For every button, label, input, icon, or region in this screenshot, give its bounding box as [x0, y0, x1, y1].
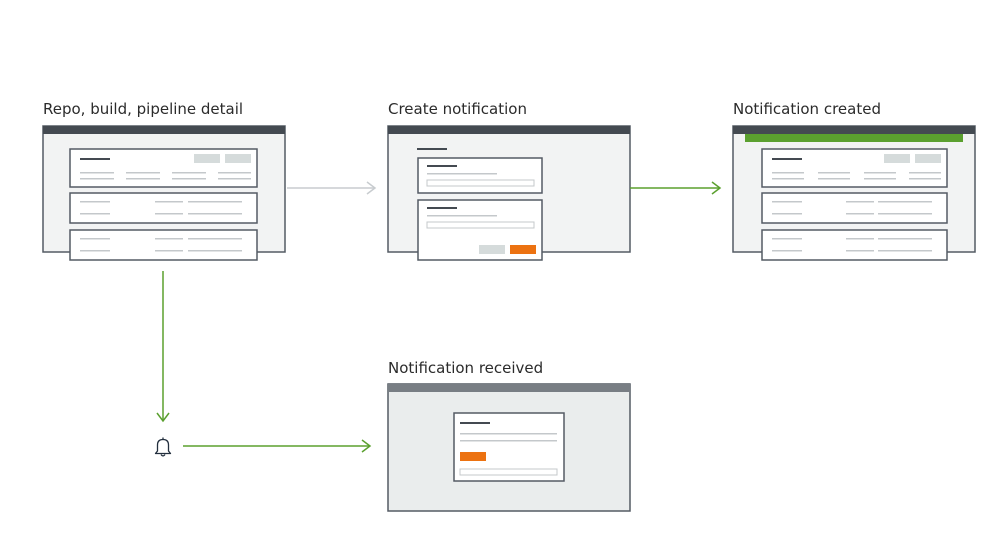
- form-card: [417, 157, 543, 194]
- window-title-bar: [43, 126, 285, 134]
- window-title-bar: [733, 126, 975, 134]
- notification-received-label: Notification received: [388, 359, 544, 377]
- summary-card: [761, 148, 948, 188]
- notification-created-screen: [732, 125, 976, 261]
- arrow-create-to-created: [630, 181, 722, 195]
- form-card: [417, 199, 543, 261]
- arrow-repo-to-create: [287, 181, 377, 195]
- window-title-bar: [388, 126, 630, 134]
- arrow-repo-to-bell: [156, 271, 170, 423]
- list-card: [69, 192, 258, 224]
- create-notification-label: Create notification: [388, 100, 527, 118]
- cancel-button: [479, 245, 505, 254]
- submit-button: [510, 245, 536, 254]
- list-card: [761, 192, 948, 224]
- repo-detail-screen: [42, 125, 286, 261]
- arrow-bell-to-received: [183, 439, 372, 453]
- action-button: [460, 452, 486, 461]
- list-card: [69, 229, 258, 261]
- notification-created-label: Notification created: [733, 100, 881, 118]
- create-notification-screen: [387, 125, 631, 261]
- summary-card: [69, 148, 258, 188]
- repo-detail-label: Repo, build, pipeline detail: [43, 100, 244, 118]
- bell-icon: [154, 437, 172, 457]
- notification-card: [453, 412, 565, 482]
- success-banner: [745, 134, 963, 142]
- window-title-bar: [388, 384, 630, 392]
- notification-received-screen: [387, 383, 631, 512]
- list-card: [761, 229, 948, 261]
